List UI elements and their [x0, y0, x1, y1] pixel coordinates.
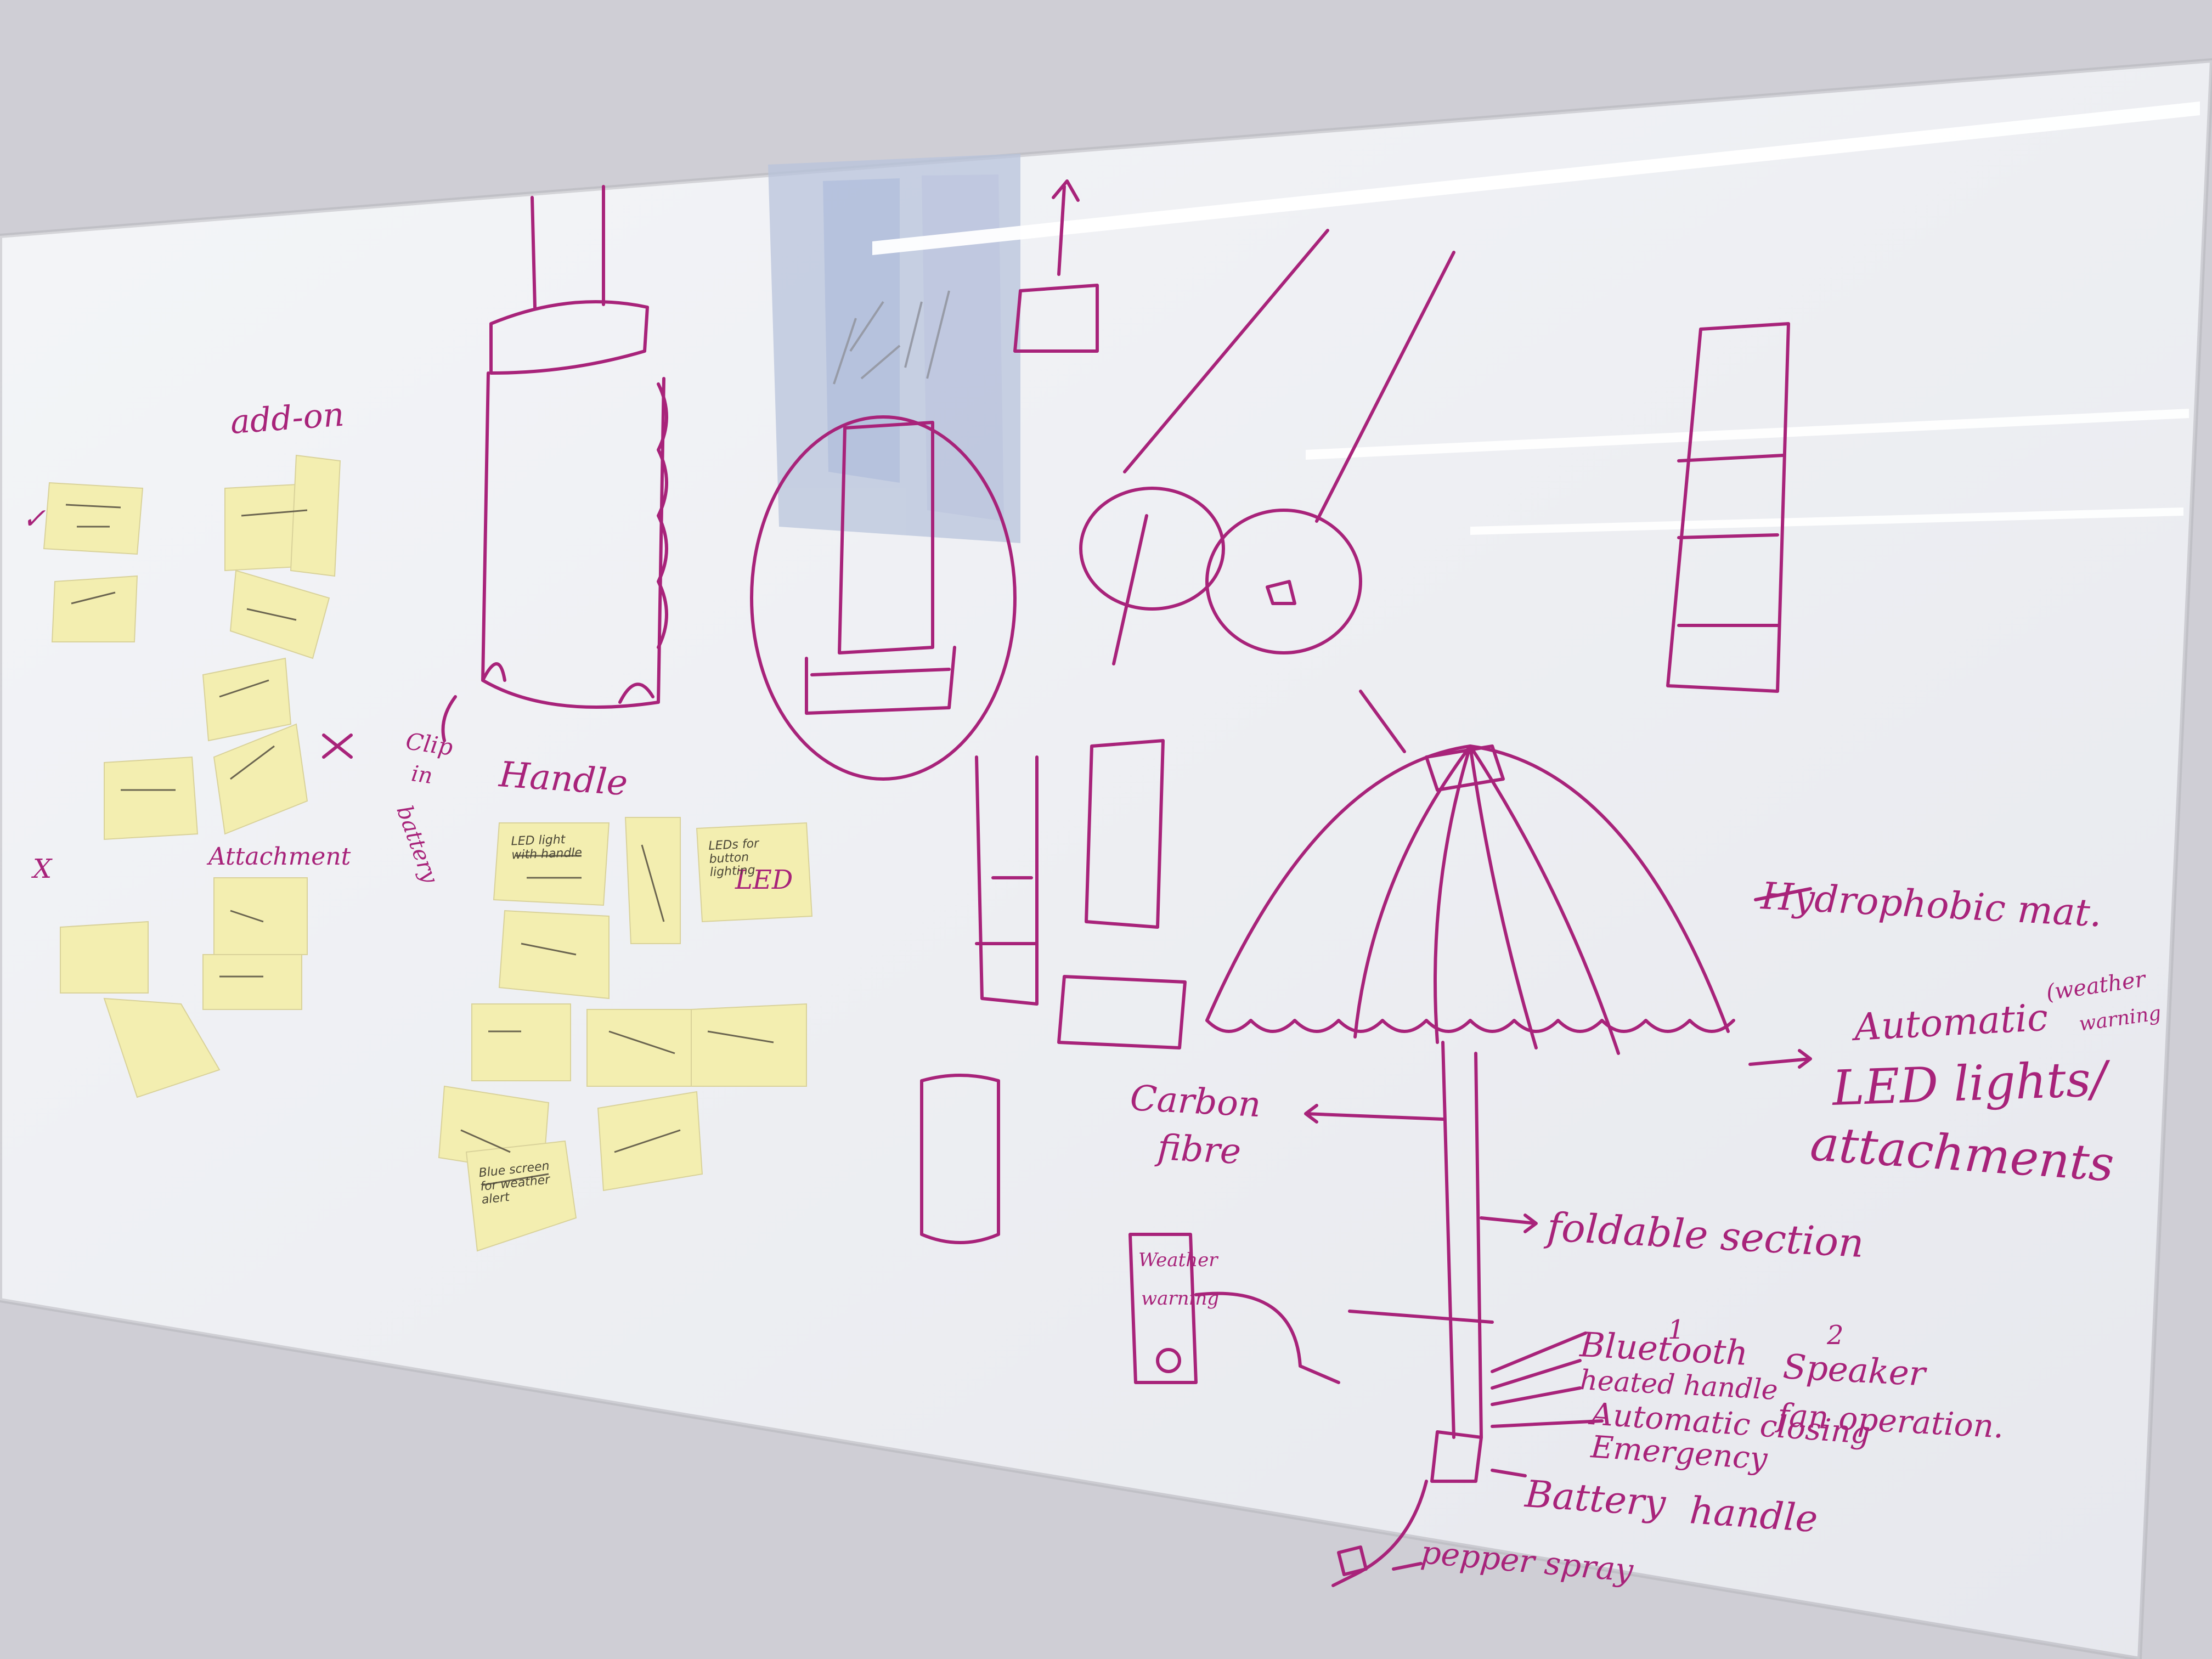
- label-handle-2: handle: [1688, 1489, 1819, 1542]
- label-attachment: Attachment: [208, 843, 351, 871]
- label-handle: Handle: [498, 754, 629, 804]
- sticky-note-blue-screen: Blue screen for weather alert: [469, 1153, 569, 1233]
- marker-sketches: [322, 179, 1812, 1587]
- label-fibre: fibre: [1156, 1127, 1242, 1172]
- label-speaker: Speaker: [1782, 1346, 1927, 1394]
- label-weather: Weather: [1138, 1249, 1218, 1271]
- label-clip: Clip: [404, 727, 455, 761]
- label-carbon: Carbon: [1129, 1078, 1262, 1126]
- sticky-note-doodles: [65, 504, 774, 1186]
- label-led-note: LED: [735, 865, 793, 895]
- label-warning: warning: [1141, 1288, 1220, 1310]
- sticky-note-led-handle: LED light with handle: [501, 827, 602, 901]
- label-automatic: Automatic: [1853, 996, 2049, 1049]
- label-bluetooth: Bluetooth: [1579, 1324, 1749, 1373]
- label-battery: Battery: [1523, 1472, 1667, 1526]
- label-num-2: 2: [1827, 1320, 1844, 1351]
- sticky-note-led-button: LEDs for button lighting: [697, 828, 806, 916]
- sticky-note-text: LED light with handle: [511, 833, 583, 862]
- sticky-note-text: Blue screen for weather alert: [478, 1159, 551, 1207]
- cross-mark-icon: X: [33, 854, 52, 884]
- label-add-on: add-on: [229, 395, 346, 442]
- label-led-lights: LED lights/: [1831, 1050, 2108, 1116]
- ceiling-light-glare: [872, 101, 2200, 535]
- sticky-notes: [43, 454, 813, 1252]
- check-mark-icon: ✓: [22, 503, 46, 535]
- sticky-note-text: LEDs for button lighting: [708, 837, 759, 880]
- label-num-1: 1: [1668, 1314, 1685, 1345]
- label-in: in: [409, 761, 435, 789]
- window-reflection: [768, 154, 1020, 543]
- board-shading: [0, 60, 2212, 1659]
